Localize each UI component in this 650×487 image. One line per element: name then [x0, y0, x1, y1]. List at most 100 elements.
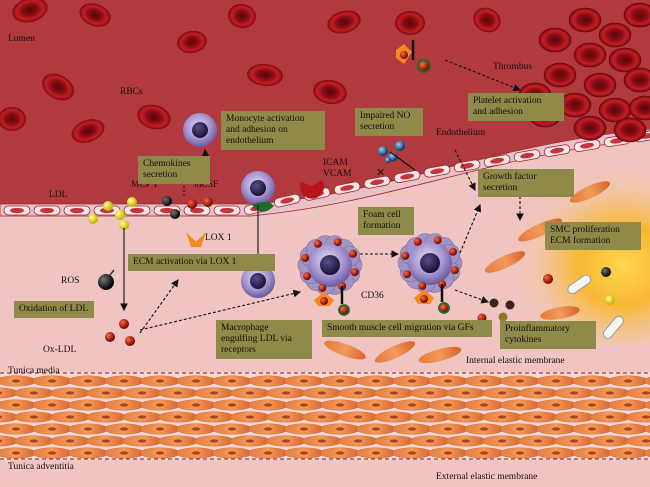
- platelet-activation-line-1: Platelet activation: [473, 96, 542, 106]
- endothelial-cell: [123, 205, 151, 216]
- rbc: [247, 63, 283, 87]
- thrombus-rbc: [538, 27, 572, 53]
- endothelial-cell: [33, 205, 61, 216]
- thrombus-rbc: [628, 95, 650, 121]
- thrombus-rbc: [573, 42, 607, 68]
- foam-cell-2: [397, 233, 463, 314]
- rbc: [177, 30, 207, 54]
- macrophage-box: Macrophage engulfing LDL via receptors: [216, 320, 312, 359]
- endothelial-cell: [333, 181, 361, 195]
- macrophage-line-3: receptors: [221, 345, 256, 355]
- monocyte-activation-line-3: endothelium: [226, 136, 274, 146]
- thrombus-rbc: [543, 62, 577, 88]
- icam-vcam-receptor: [300, 180, 325, 199]
- macrophage-line-1: Macrophage: [221, 323, 269, 333]
- smc-proliferation-box: SMC proliferation ECM formation: [545, 222, 641, 250]
- proinflammatory-box: Proinflammatory cytokines: [500, 321, 596, 349]
- thrombus-rbc: [598, 22, 632, 48]
- platelet-activation-line-2: and adhesion: [473, 107, 523, 117]
- thrombus-rbc: [583, 72, 617, 98]
- endothelial-cell: [573, 139, 601, 152]
- impaired-no-line-1: Impaired NO: [360, 111, 411, 121]
- endothelial-cell: [513, 149, 541, 162]
- ldl-label: LDL: [49, 190, 68, 200]
- media-smc: [643, 401, 650, 409]
- smooth-muscle-migration-line-1: Smooth muscle cell migration via GFs: [327, 323, 474, 333]
- mcp1-label: MCP 1: [131, 180, 158, 190]
- chemokines-box: Chemokines secretion: [138, 156, 210, 184]
- tunica-adventitia-bg: [0, 460, 650, 487]
- media-smc: [625, 387, 650, 399]
- endothelial-cell: [453, 159, 481, 173]
- rbc: [228, 3, 256, 29]
- endothelial-cell: [183, 205, 211, 216]
- endothelium-label: Endothelium: [436, 128, 486, 138]
- foam-cell-macrophage: [297, 235, 363, 316]
- tunica-adventitia-label: Tunica adventitia: [8, 462, 74, 472]
- monocyte-lumen: [183, 113, 217, 147]
- thrombus-rbc: [623, 67, 650, 93]
- ros-label: ROS: [61, 276, 80, 286]
- media-smc: [643, 425, 650, 433]
- endothelial-cell: [3, 205, 31, 216]
- macrophage-line-2: engulfing LDL via: [221, 334, 292, 344]
- ldl-particles: [88, 197, 137, 230]
- rbc: [71, 119, 105, 143]
- endothelial-cell: [213, 205, 241, 216]
- monocyte-intima: [241, 264, 275, 298]
- ros-bomb: [98, 269, 115, 290]
- ox-ldl-particles: [105, 319, 135, 346]
- internal-elastic-membrane-label: Internal elastic membrane: [466, 356, 565, 366]
- chemokines-line-2: secretion: [143, 170, 178, 180]
- lox1-receptor: [186, 232, 206, 247]
- chemokines-line-1: Chemokines: [143, 159, 191, 169]
- foam-cell-line-1: Foam cell: [363, 210, 401, 220]
- red-blood-cells: [0, 0, 501, 143]
- ecm-activation-box: ECM activation via LOX 1: [128, 254, 275, 271]
- endothelial-cell: [423, 164, 451, 178]
- endothelial-cell: [273, 193, 301, 208]
- rbc: [79, 3, 111, 27]
- rbc: [313, 79, 347, 105]
- external-elastic-membrane-label: External elastic membrane: [436, 472, 538, 482]
- tunica-media-label: Tunica media: [8, 366, 60, 376]
- media-smooth-muscle-cells: [0, 375, 650, 459]
- thrombus-rbc: [623, 2, 650, 28]
- endothelial-cell: [543, 144, 571, 157]
- endothelial-cell: [483, 154, 511, 168]
- thrombus-rbc: [568, 7, 602, 33]
- ecm-activation-line-1: ECM activation via LOX 1: [133, 257, 237, 267]
- lumen-label: Lumen: [8, 34, 35, 44]
- thrombus-rbc: [573, 115, 607, 141]
- foam-cell-line-2: formation: [363, 221, 401, 231]
- monocyte-activation-line-1: Monocyte activation: [226, 114, 305, 124]
- rbc: [42, 73, 74, 101]
- platelet-activation-box: Platelet activation and adhesion: [468, 93, 564, 121]
- chemokine-particles: [162, 196, 213, 219]
- endothelial-cell: [363, 175, 391, 189]
- media-smc: [625, 435, 650, 447]
- thrombus-label: Thrombus: [493, 62, 533, 72]
- oxidation-ldl-box: Oxidation of LDL: [14, 301, 94, 318]
- rbc: [395, 11, 425, 35]
- inhibit-mark: ✕: [376, 167, 385, 179]
- platelet-receptor: [396, 40, 431, 73]
- endothelial-cell: [393, 170, 421, 184]
- vcam-label: VCAM: [323, 169, 352, 179]
- monocyte-adhering: [241, 171, 275, 212]
- rbc: [12, 0, 48, 23]
- foam-cell-box: Foam cell formation: [358, 207, 414, 235]
- ox-ldl-label: Ox-LDL: [43, 345, 77, 355]
- proinflammatory-line-2: cytokines: [505, 335, 542, 345]
- smc-proliferation-line-1: SMC proliferation: [550, 225, 620, 235]
- proinflammatory-line-1: Proinflammatory: [505, 324, 570, 334]
- oxidation-ldl-line-1: Oxidation of LDL: [19, 304, 89, 314]
- smc-proliferation-line-2: ECM formation: [550, 236, 611, 246]
- rbc: [0, 107, 26, 131]
- media-smc: [643, 377, 650, 385]
- endothelial-cell: [63, 205, 91, 216]
- no-molecules: [378, 141, 405, 163]
- thrombus-rbc: [608, 47, 642, 73]
